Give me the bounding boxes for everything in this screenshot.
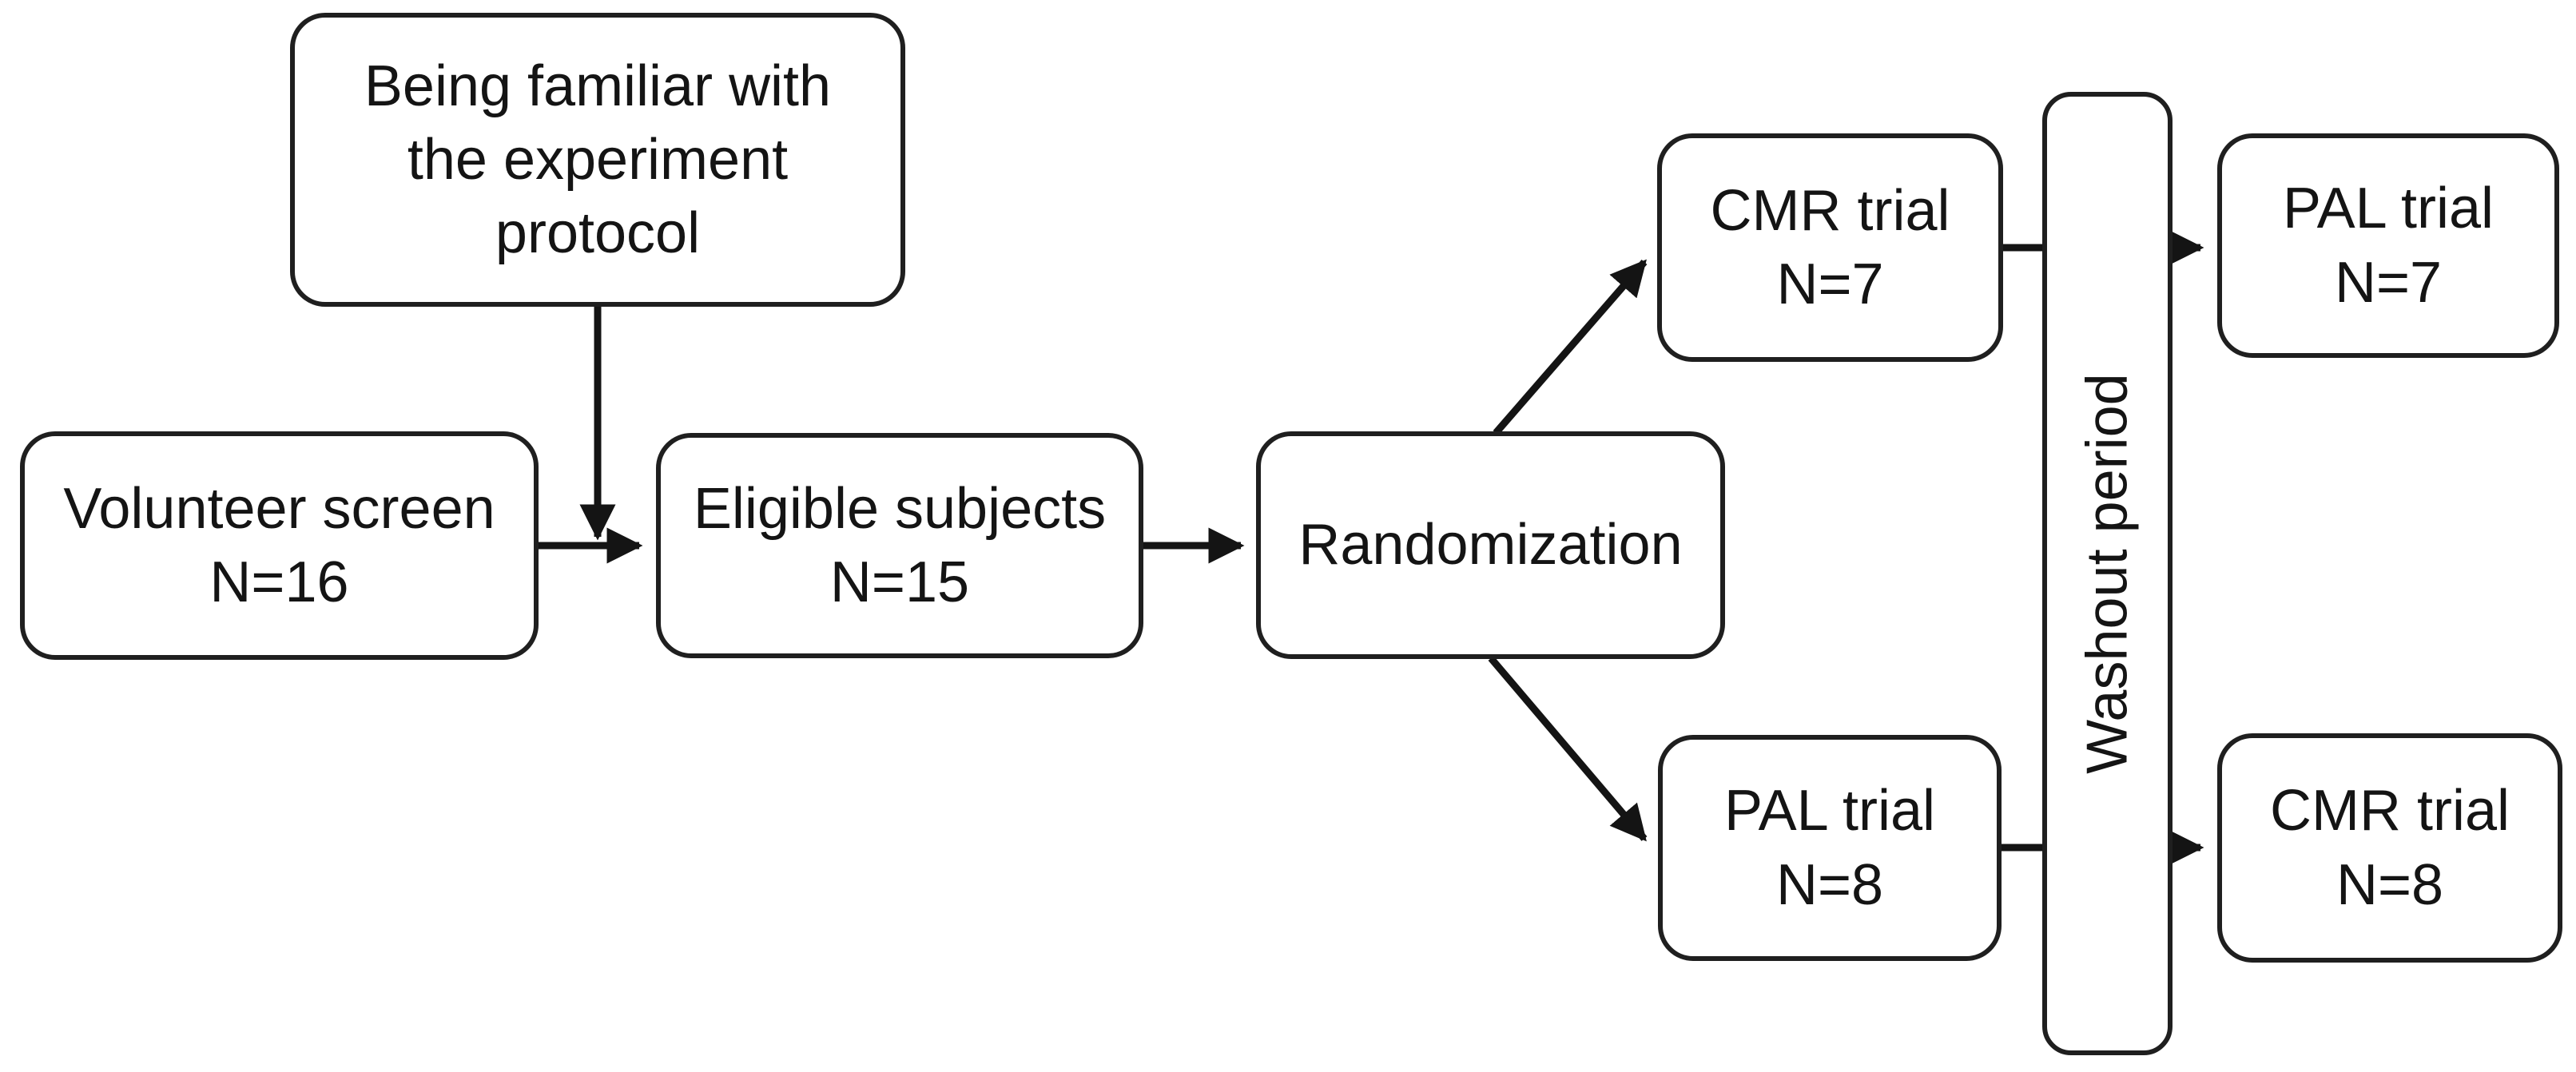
node-cmr-trial-second: CMR trial N=8 [2217, 733, 2562, 963]
node-pal-trial-second: PAL trial N=7 [2217, 133, 2559, 358]
node-eligible-subjects-count: N=15 [829, 550, 970, 614]
node-cmr-trial-first: CMR trial N=7 [1657, 133, 2003, 362]
node-pal-trial-first: PAL trial N=8 [1658, 735, 2002, 961]
node-eligible-subjects-line1: Eligible subjects [693, 476, 1107, 541]
node-washout-period: Washout period [2042, 92, 2173, 1055]
node-volunteer-screen-count: N=16 [209, 550, 349, 614]
node-being-familiar-line2: the experiment [407, 127, 789, 192]
node-volunteer-screen-line1: Volunteer screen [63, 476, 495, 541]
node-volunteer-screen: Volunteer screen N=16 [20, 431, 539, 660]
node-washout-period-label: Washout period [2075, 373, 2140, 774]
arrow-randomization-to-cmr-first [1493, 259, 1648, 435]
node-eligible-subjects: Eligible subjects N=15 [656, 433, 1143, 658]
node-pal-trial-first-line1: PAL trial [1723, 779, 1936, 844]
node-pal-trial-second-count: N=7 [2334, 250, 2443, 315]
node-randomization: Randomization [1256, 431, 1725, 659]
node-being-familiar: Being familiar with the experiment proto… [290, 13, 905, 307]
node-cmr-trial-second-count: N=8 [2335, 852, 2444, 917]
node-cmr-trial-second-line1: CMR trial [2270, 779, 2510, 844]
node-being-familiar-line3: protocol [495, 201, 701, 266]
arrow-randomization-to-pal-first [1488, 656, 1648, 842]
node-pal-trial-second-line1: PAL trial [2282, 177, 2495, 241]
node-pal-trial-first-count: N=8 [1775, 852, 1884, 917]
node-cmr-trial-first-count: N=7 [1776, 252, 1884, 316]
node-randomization-label: Randomization [1298, 513, 1683, 578]
node-cmr-trial-first-line1: CMR trial [1710, 178, 1950, 243]
node-being-familiar-line1: Being familiar with [364, 54, 832, 118]
